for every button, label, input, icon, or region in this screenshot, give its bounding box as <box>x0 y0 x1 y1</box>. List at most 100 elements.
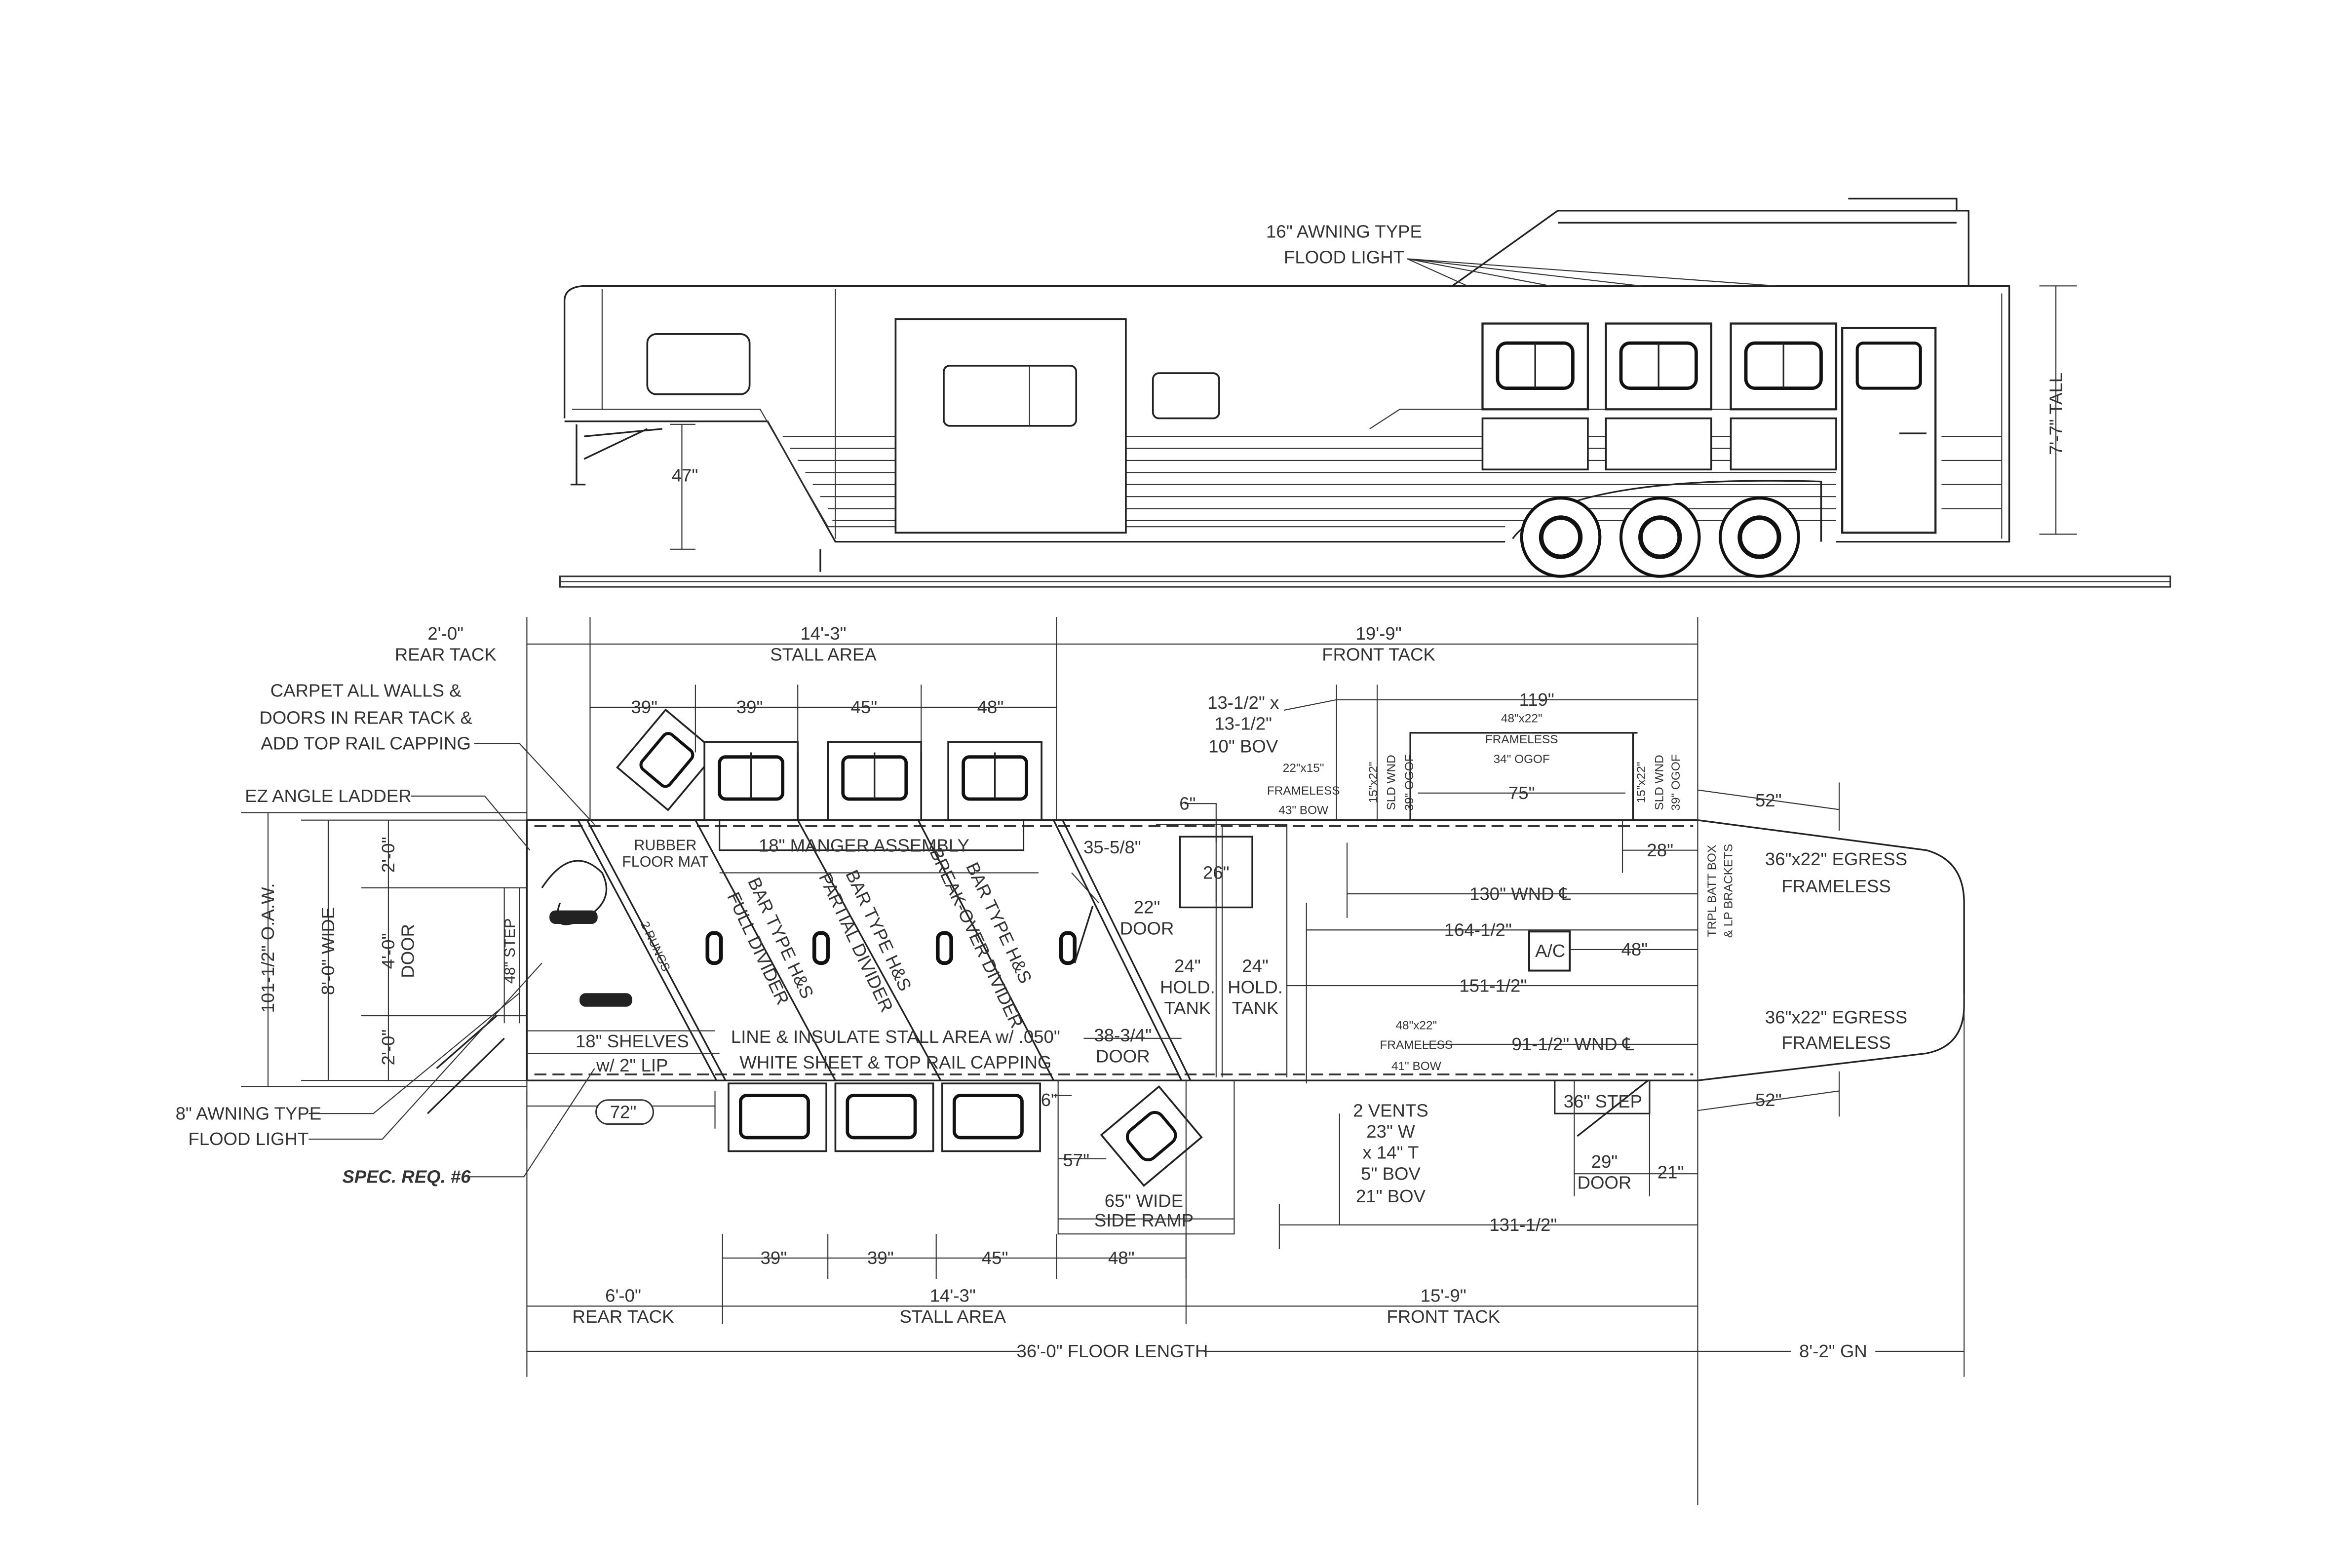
stall-front-wall <box>1053 819 1192 1081</box>
awning-8-label: 8" AWNING TYPE <box>176 1103 322 1123</box>
batt-box-label: & LP BRACKETS <box>1722 844 1735 938</box>
roof-awning-housing <box>1452 197 1969 287</box>
vents-label: x 14" T <box>1363 1143 1419 1163</box>
ac-label: A/C <box>1535 941 1565 961</box>
carpet-note: CARPET ALL WALLS & <box>270 681 462 701</box>
rear-door-label: DOOR <box>398 924 418 978</box>
win-48x22-top-label: 48"x22" <box>1501 712 1542 725</box>
stall-area-name-top: STALL AREA <box>770 644 877 664</box>
sld-left-label: 39" OGOF <box>1403 754 1416 810</box>
stall-area-size-top: 14'-3" <box>800 623 846 644</box>
top-windows <box>616 708 1638 821</box>
front-tack-name-top: FRONT TACK <box>1322 644 1435 664</box>
roof-vent-label: 10" BOV <box>1208 736 1278 756</box>
wnd-91-label: 91-1/2" WND ℄ <box>1511 1034 1634 1054</box>
top-stall-dim: 45" <box>851 697 878 717</box>
floor-plan: 2'-0" REAR TACK 14'-3" STALL AREA 19'-9"… <box>176 617 1965 1505</box>
roof-vent-label: 13-1/2" <box>1214 714 1272 734</box>
rubber-mat-label: FLOOR MAT <box>622 853 708 870</box>
rubber-mat-label: RUBBER <box>634 837 696 854</box>
ladder-label: EZ ANGLE LADDER <box>245 786 411 806</box>
door-29-size: 29" <box>1591 1151 1618 1172</box>
carpet-note: ADD TOP RAIL CAPPING <box>261 733 471 753</box>
egress-top-label: 36"x22" EGRESS <box>1765 849 1907 869</box>
dimension-lines <box>241 617 1965 1505</box>
hitch-height-label: 47" <box>672 465 698 486</box>
top-stall-dim: 39" <box>736 697 763 717</box>
wheels <box>1512 480 1822 578</box>
dim-131: 131-1/2" <box>1489 1215 1557 1235</box>
tie-rings <box>705 931 1077 965</box>
body-inner-line <box>572 289 2003 539</box>
win-48x22-top-label: 34" OGOF <box>1494 753 1550 766</box>
rear-seg-1: 2'-0" <box>378 837 398 873</box>
stall-area-size-bottom: 14'-3" <box>930 1285 976 1305</box>
top-stall-dim: 48" <box>977 697 1004 717</box>
rear-tack-name-top: REAR TACK <box>395 644 497 664</box>
jack-stand <box>570 424 821 572</box>
rear-tack-wall <box>577 819 727 1081</box>
oaw-label: 101-1/2" O.A.W. <box>258 883 278 1013</box>
win-22x15-label: 22"x15" <box>1283 762 1324 775</box>
bottom-windows <box>728 1082 1041 1152</box>
rear-tack-size-bottom: 6'-0" <box>605 1285 641 1305</box>
sld-left-label: SLD WND <box>1385 755 1398 810</box>
stall-windows <box>1481 322 1838 471</box>
egress-bottom-label: FRAMELESS <box>1781 1033 1891 1053</box>
tank-label: 24" <box>1242 956 1269 976</box>
step-36-label: 36" STEP <box>1564 1091 1642 1111</box>
holding-tanks <box>1156 824 1288 1078</box>
divider-1 <box>694 819 836 1081</box>
divider-3 <box>917 819 1055 1081</box>
dim-57: 57" <box>1063 1150 1089 1170</box>
sld-left-label: 15"x22" <box>1367 762 1380 803</box>
bottom-stall-dim: 39" <box>867 1248 894 1268</box>
dim-75: 75" <box>1508 783 1535 803</box>
awning-lights <box>1407 258 1776 287</box>
roof-vent-label: 13-1/2" x <box>1207 692 1279 713</box>
win-48x22-bottom-label: FRAMELESS <box>1380 1038 1453 1052</box>
stall-area-name-bottom: STALL AREA <box>899 1306 1006 1327</box>
spec-req-label: SPEC. REQ. #6 <box>342 1166 471 1186</box>
bottom-stall-dim: 45" <box>982 1248 1008 1268</box>
top-stall-dim: 39" <box>631 697 657 717</box>
tank-label: TANK <box>1164 998 1211 1018</box>
dim-52-bottom: 52" <box>1755 1090 1782 1110</box>
leader-lines <box>308 699 1337 1178</box>
wnd-130-label: 130" WND ℄ <box>1469 883 1571 904</box>
win-48x22-bottom-label: 41" BOW <box>1391 1060 1441 1073</box>
egress-top-label: FRAMELESS <box>1781 876 1891 896</box>
side-window <box>1152 372 1220 420</box>
dim-52-top: 52" <box>1755 790 1782 810</box>
dim-119: 119" <box>1519 689 1554 710</box>
dim-21: 21" <box>1657 1162 1684 1182</box>
front-tack-name-bottom: FRONT TACK <box>1387 1306 1500 1327</box>
vents-label: 2 VENTS <box>1353 1100 1428 1120</box>
win-48x22-top-label: FRAMELESS <box>1485 733 1558 746</box>
rear-door-size: 4'-0" <box>378 933 398 969</box>
rear-tack-size-top: 2'-0" <box>427 623 463 644</box>
dim-48-ac: 48" <box>1621 939 1648 959</box>
sld-right-label: SLD WND <box>1653 755 1666 810</box>
nose-window <box>646 333 751 395</box>
awning-light-label-2: FLOOD LIGHT <box>1284 247 1404 268</box>
dim-28: 28" <box>1647 840 1673 860</box>
tank-label: TANK <box>1232 998 1279 1018</box>
dim-6-top: 6" <box>1179 793 1195 813</box>
sld-right-label: 39" OGOF <box>1669 754 1683 810</box>
side-elevation: 47" 7'-7" TALL 16" AWNING TYPE FLOOD LIG… <box>559 197 2171 588</box>
carpet-note: DOORS IN REAR TACK & <box>259 708 472 728</box>
tack-door-window <box>943 365 1078 427</box>
insulate-label: WHITE SHEET & TOP RAIL CAPPING <box>739 1052 1051 1072</box>
tank-label: HOLD. <box>1160 977 1215 997</box>
width-label: 8'-0" WIDE <box>318 907 338 995</box>
door-35-label: 35-5/8" <box>1083 837 1141 857</box>
gooseneck-label: 8'-2" GN <box>1799 1341 1867 1361</box>
side-ramp <box>1057 1080 1235 1235</box>
dim-72: 72" <box>610 1102 637 1122</box>
bottom-stall-dim: 48" <box>1108 1248 1135 1268</box>
door-29-label: DOOR <box>1578 1173 1632 1193</box>
insulate-label: LINE & INSULATE STALL AREA w/ .050" <box>731 1027 1060 1047</box>
tank-label: HOLD. <box>1228 977 1283 997</box>
